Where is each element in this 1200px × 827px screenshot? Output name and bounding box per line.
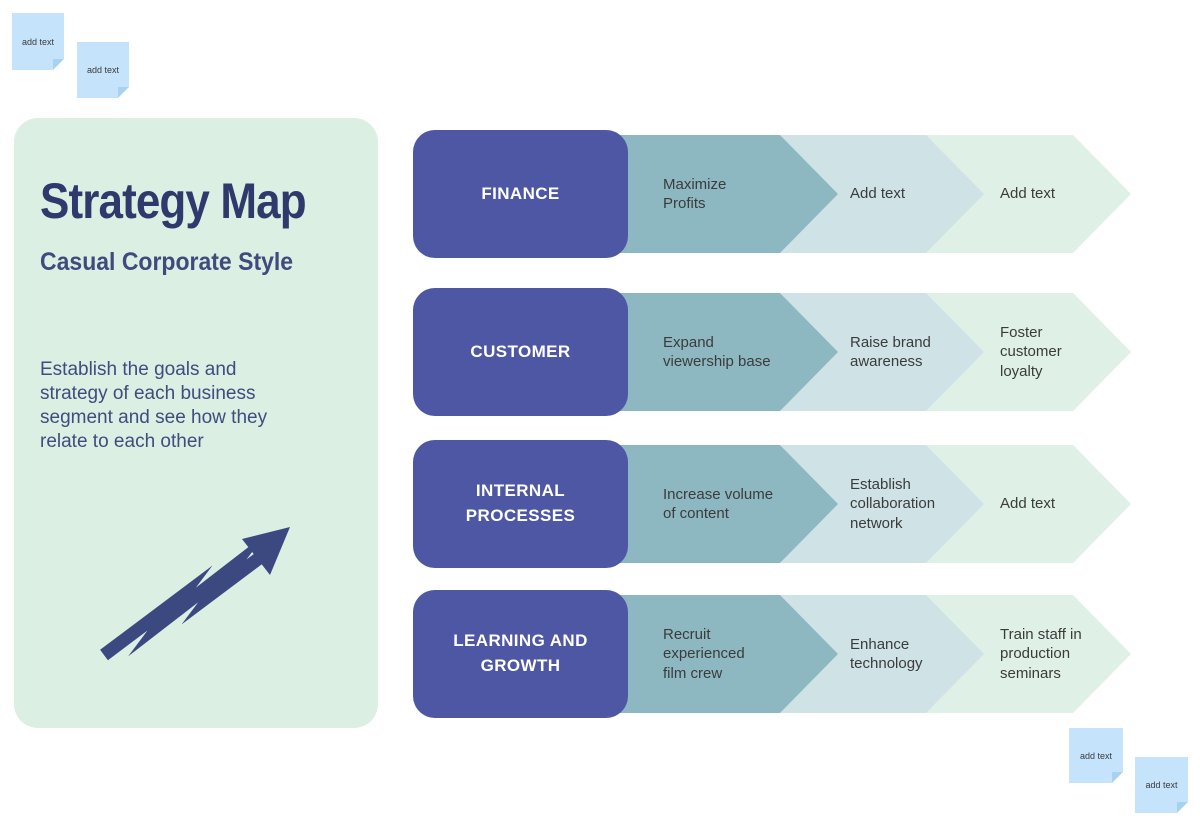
growth-zigzag-arrow-icon[interactable] [90, 505, 300, 665]
category-block-finance[interactable]: FINANCE [413, 130, 628, 258]
page-title: Strategy Map [40, 173, 307, 229]
sticky-note[interactable]: add text [1135, 757, 1188, 813]
sticky-note[interactable]: add text [12, 13, 64, 70]
step-label: Add text [1000, 185, 1056, 203]
step-label: Enhance technology [850, 635, 923, 672]
sticky-note-label: add text [1079, 750, 1113, 761]
sticky-note-label: add text [21, 36, 55, 47]
category-label: CUSTOMER [470, 341, 571, 361]
sticky-note-label: add text [86, 65, 120, 75]
step-label: Add text [1000, 495, 1056, 513]
strategy-row-internal-processes: Increase volume of content Establish col… [0, 440, 1200, 568]
sticky-note[interactable]: add text [77, 42, 129, 98]
category-block-learning-growth[interactable]: LEARNING AND GROWTH [413, 590, 628, 718]
category-label: LEARNING AND GROWTH [453, 631, 588, 675]
step-label: Raise brand awareness [850, 333, 931, 370]
step-label: Establish collaboration network [850, 475, 936, 532]
step-label: Add text [850, 185, 906, 203]
sticky-note[interactable]: add text [1069, 728, 1123, 783]
category-label: INTERNAL PROCESSES [465, 481, 576, 525]
sticky-note-label: add text [1145, 780, 1178, 790]
category-block-customer[interactable]: CUSTOMER [413, 288, 628, 416]
strategy-row-finance: Maximize Profits Add text Add text FINAN… [0, 130, 1200, 258]
step-label: Increase volume of content [663, 485, 774, 522]
step-label: Expand viewership base [663, 333, 771, 370]
step-label: Recruit experienced film crew [663, 625, 745, 682]
strategy-row-customer: Expand viewership base Raise brand aware… [0, 288, 1200, 416]
step-label: Maximize Profits [663, 175, 727, 212]
category-block-internal-processes[interactable]: INTERNAL PROCESSES [413, 440, 628, 568]
step-label: Foster customer loyalty [1000, 323, 1062, 380]
step-label: Train staff in production seminars [1000, 625, 1082, 682]
category-label: FINANCE [481, 183, 560, 203]
intro-panel[interactable]: Strategy Map Casual Corporate Style Esta… [14, 118, 378, 728]
strategy-row-learning-growth: Recruit experienced film crew Enhance te… [0, 590, 1200, 718]
page-description: Establish the goals and strategy of each… [40, 359, 268, 453]
page-subtitle: Casual Corporate Style [40, 248, 294, 276]
